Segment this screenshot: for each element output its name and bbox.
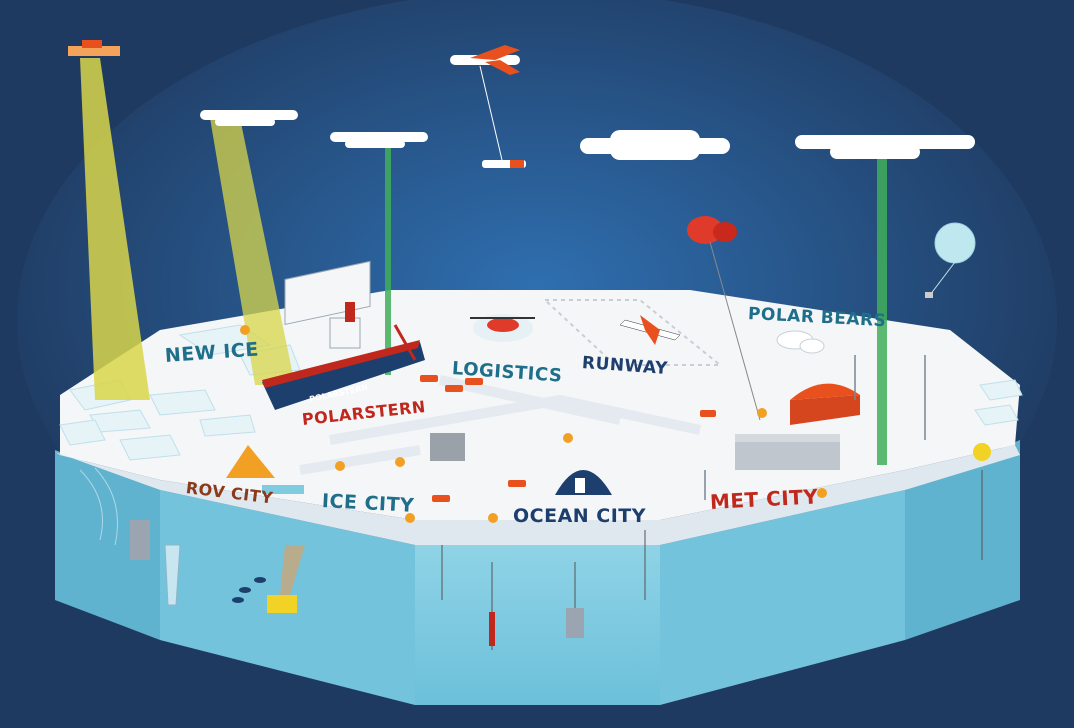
lidar-beam-right [877, 150, 887, 465]
helicopter [470, 314, 535, 342]
label-ocean-city: OCEAN CITY [513, 505, 647, 527]
clouds [200, 110, 975, 160]
airplane [450, 45, 526, 168]
rov-hole [262, 485, 304, 494]
snowmobiles [420, 375, 716, 502]
ice-floe-edge [55, 445, 1020, 545]
ice-paths [299, 375, 702, 475]
ocean-body-left [55, 450, 160, 640]
underwater-instruments [130, 443, 991, 650]
tethered-balloon [687, 216, 761, 421]
aircraft-sensor-beam [210, 118, 295, 385]
fish [232, 577, 266, 603]
weather-balloon [925, 222, 976, 298]
ocean-city-dome [555, 470, 612, 495]
researchers [240, 325, 827, 523]
satellite-beam [80, 58, 150, 400]
lidar-beam-left [385, 140, 391, 375]
runway-airplane [619, 315, 681, 345]
met-hangar [790, 383, 860, 425]
rov-city-tent [226, 445, 275, 478]
met-city-container [735, 434, 840, 470]
satellite [68, 40, 120, 56]
met-masts [704, 355, 926, 500]
polar-bears [776, 330, 825, 354]
sonar-waves [79, 467, 118, 546]
ice-floes-broken-right [974, 379, 1023, 426]
ocean-body-right [905, 440, 1020, 640]
ice-city-hut [430, 433, 465, 461]
ocean-body-front [415, 545, 660, 705]
ocean-body-front-right [660, 490, 905, 705]
